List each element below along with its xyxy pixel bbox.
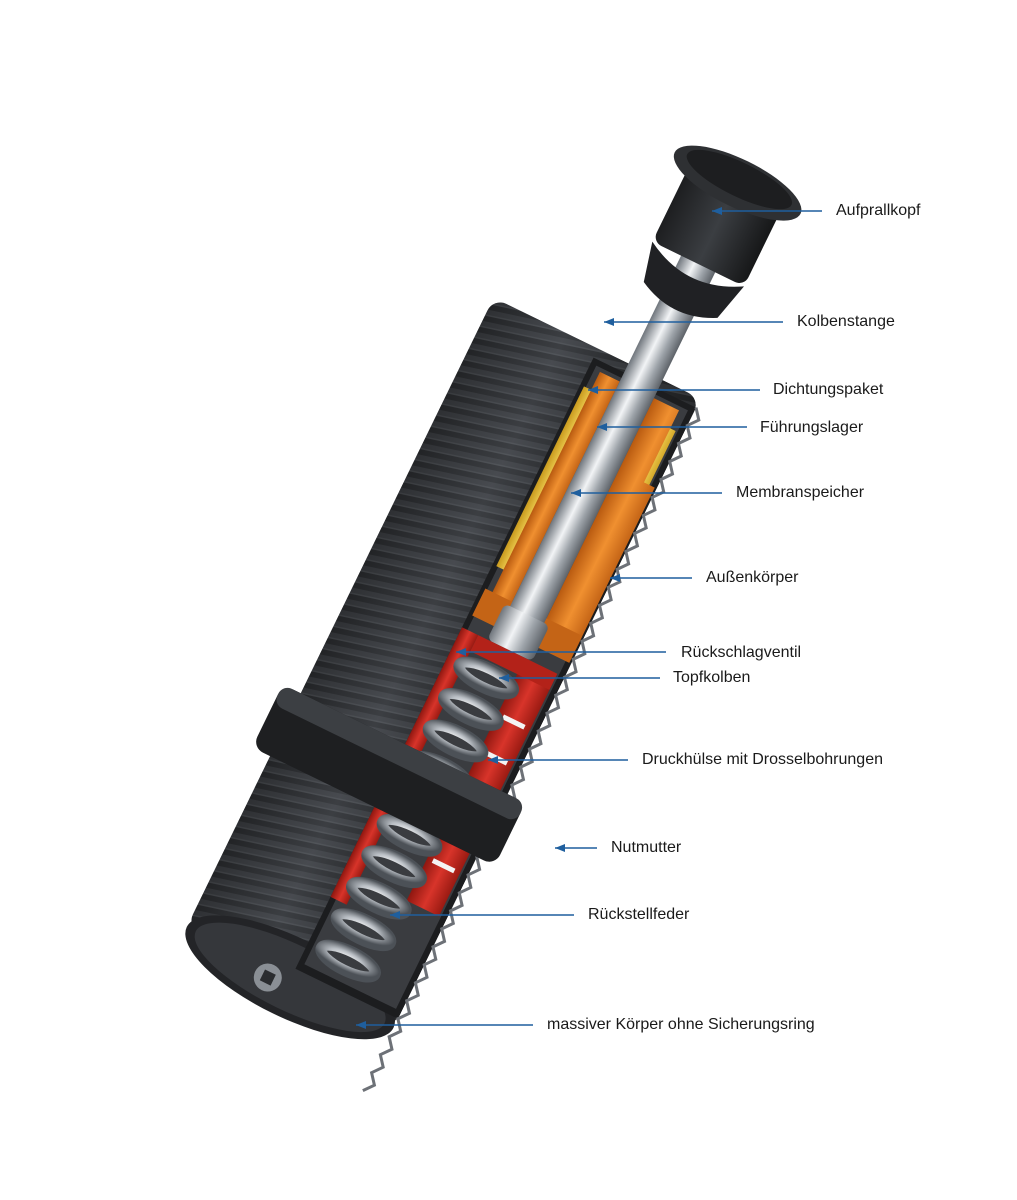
arrow-head-icon — [588, 386, 598, 394]
label-rueckstellfeder: Rückstellfeder — [588, 906, 690, 923]
arrow-head-icon — [390, 911, 400, 919]
aufprallkopf-part — [643, 145, 802, 318]
arrow-head-icon — [499, 674, 509, 682]
label-rueckschlagventil: Rückschlagventil — [681, 644, 802, 661]
arrow-head-icon — [610, 574, 620, 582]
nutmutter-part — [256, 687, 523, 862]
shock-absorber — [185, 145, 802, 1093]
leader-lines — [356, 207, 822, 1029]
label-aussenkoerper: Außenkörper — [706, 569, 799, 586]
label-kolbenstange: Kolbenstange — [797, 313, 895, 330]
label-massiver-koerper: massiver Körper ohne Sicherungsring — [547, 1016, 815, 1033]
arrow-head-icon — [555, 844, 565, 852]
label-aufprallkopf: Aufprallkopf — [836, 202, 921, 219]
arrow-head-icon — [456, 648, 466, 656]
arrow-head-icon — [356, 1021, 366, 1029]
arrow-head-icon — [604, 318, 614, 326]
label-druckhuelse: Druckhülse mit Drosselbohrungen — [642, 751, 883, 768]
label-dichtungspaket: Dichtungspaket — [773, 381, 884, 398]
label-fuehrungslager: Führungslager — [760, 419, 864, 436]
arrow-head-icon — [712, 207, 722, 215]
label-nutmutter: Nutmutter — [611, 839, 682, 856]
arrow-head-icon — [571, 489, 581, 497]
label-topfkolben: Topfkolben — [673, 669, 751, 686]
arrow-head-icon — [597, 423, 607, 431]
arrow-head-icon — [488, 756, 498, 764]
label-membranspeicher: Membranspeicher — [736, 484, 865, 501]
